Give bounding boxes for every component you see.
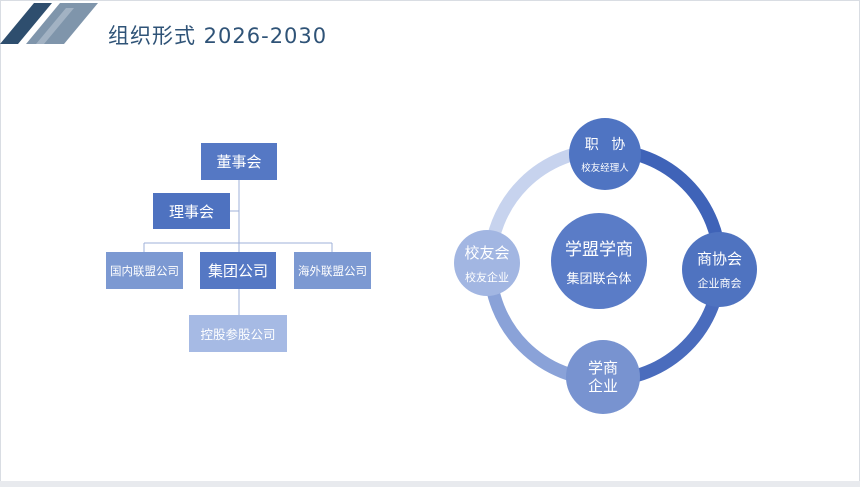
- board-box: 董事会: [201, 143, 277, 180]
- slide-bottom-strip: [0, 481, 860, 487]
- decoration-stripe-highlight: [36, 8, 74, 44]
- left-node-subtitle: 校友企业: [465, 270, 509, 284]
- decoration-stripe-dark: [0, 3, 52, 44]
- right-node: 商协会 企业商会: [682, 232, 757, 307]
- ring-diagram: 学盟学商 集团联合体 职 协 校友经理人 校友会 校友企业 商协会 企业商会 学…: [430, 100, 760, 430]
- corner-decoration: [0, 3, 98, 44]
- org-chart-connectors: [143, 180, 333, 315]
- center-node-title: 学盟学商: [565, 240, 633, 260]
- right-node-title: 商协会: [696, 250, 742, 268]
- council-box: 理事会: [153, 193, 230, 229]
- group-company-box: 集团公司: [200, 252, 276, 289]
- top-node-title: 职 协: [584, 137, 630, 153]
- overseas-alliance-box: 海外联盟公司: [294, 252, 371, 289]
- decoration-stripe-image: [26, 3, 98, 44]
- bottom-node: 学商 企业: [566, 340, 640, 414]
- center-node-subtitle: 集团联合体: [566, 272, 632, 287]
- right-node-subtitle: 企业商会: [697, 277, 742, 290]
- top-node-subtitle: 校友经理人: [581, 163, 629, 174]
- domestic-alliance-box: 国内联盟公司: [106, 252, 183, 289]
- slide-title: 组织形式 2026-2030: [108, 24, 328, 48]
- center-node: 学盟学商 集团联合体: [551, 213, 647, 309]
- holding-company-box: 控股参股公司: [189, 315, 287, 352]
- bottom-node-line2: 企业: [587, 377, 618, 395]
- top-node: 职 协 校友经理人: [569, 118, 641, 190]
- org-chart: 董事会 理事会 国内联盟公司 集团公司 海外联盟公司 控股参股公司: [106, 143, 371, 352]
- left-node-title: 校友会: [464, 243, 510, 262]
- bottom-node-line1: 学商: [587, 359, 618, 377]
- left-node: 校友会 校友企业: [454, 230, 520, 296]
